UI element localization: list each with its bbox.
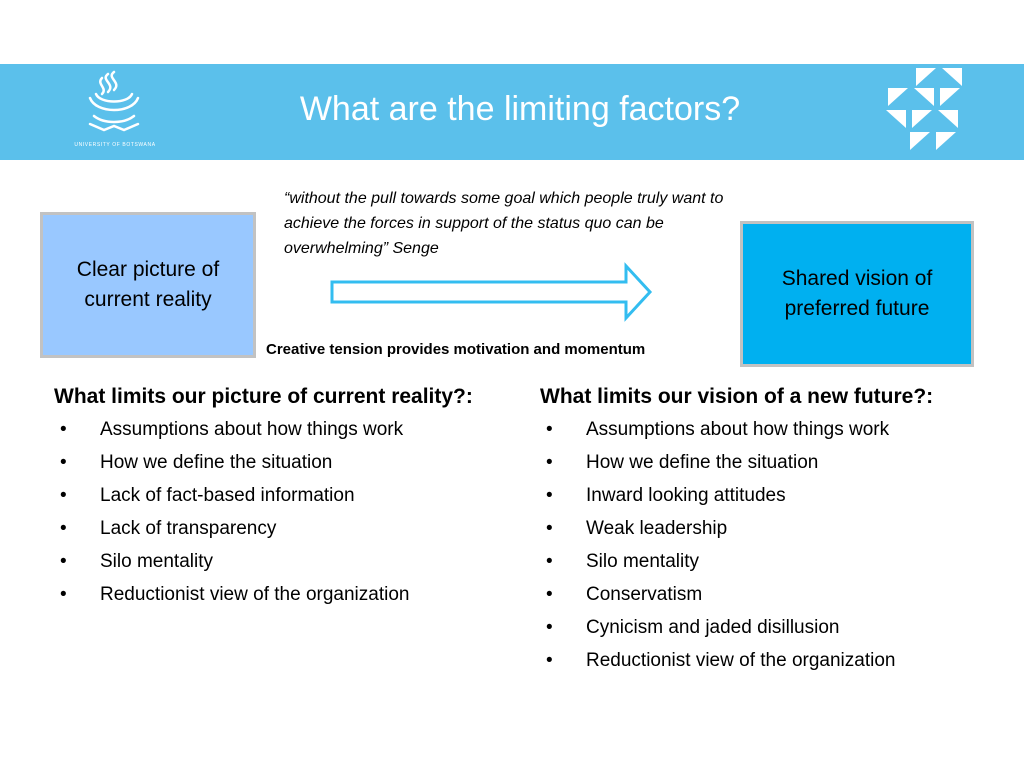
list-item: •Cynicism and jaded disillusion [540,614,906,641]
university-crest-icon [88,70,140,132]
right-arrow-icon [330,262,653,322]
bullet: • [60,419,67,440]
right-column-heading: What limits our vision of a new future?: [540,385,934,408]
list-item: •Silo mentality [540,548,906,575]
university-logo: UNIVERSITY OF BOTSWANA [60,66,170,158]
preferred-future-label: Shared vision of preferred future [781,267,933,320]
bullet: • [60,551,67,572]
bullet: • [546,617,553,638]
bullet: • [60,584,67,605]
current-reality-label: Clear picture of current reality [76,258,220,311]
bullet: • [60,485,67,506]
header-banner: UNIVERSITY OF BOTSWANA What are the limi… [0,64,1024,160]
list-item: •Silo mentality [54,548,430,575]
bullet: • [546,452,553,473]
preferred-future-box: Shared vision of preferred future [740,221,974,367]
left-column-list: •Assumptions about how things work •How … [54,416,474,608]
bullet: • [546,551,553,572]
bullet: • [60,518,67,539]
current-reality-box: Clear picture of current reality [40,212,256,358]
bullet: • [546,650,553,671]
logo-text: UNIVERSITY OF BOTSWANA [74,142,156,148]
senge-quote: “without the pull towards some goal whic… [284,190,724,257]
list-item: •How we define the situation [54,449,430,476]
current-reality-limits: What limits our picture of current reali… [54,382,474,614]
bullet: • [546,518,553,539]
bullet: • [546,485,553,506]
list-item: •Lack of transparency [54,515,430,542]
list-item: •Inward looking attitudes [540,482,906,509]
left-column-heading: What limits our picture of current reali… [54,385,473,408]
right-column-list: •Assumptions about how things work •How … [540,416,980,674]
list-item: •Assumptions about how things work [540,416,906,443]
list-item: •Weak leadership [540,515,906,542]
triangle-pattern-icon [886,68,962,150]
list-item: •Reductionist view of the organization [540,647,906,674]
future-vision-limits: What limits our vision of a new future?:… [540,382,980,680]
bullet: • [546,584,553,605]
page-title: What are the limiting factors? [299,90,741,128]
list-item: •Conservatism [540,581,906,608]
bullet: • [546,419,553,440]
list-item: •Lack of fact-based information [54,482,430,509]
tension-caption: Creative tension provides motivation and… [266,341,646,358]
list-item: •Assumptions about how things work [54,416,430,443]
bullet: • [60,452,67,473]
list-item: •Reductionist view of the organization [54,581,430,608]
list-item: •How we define the situation [540,449,906,476]
